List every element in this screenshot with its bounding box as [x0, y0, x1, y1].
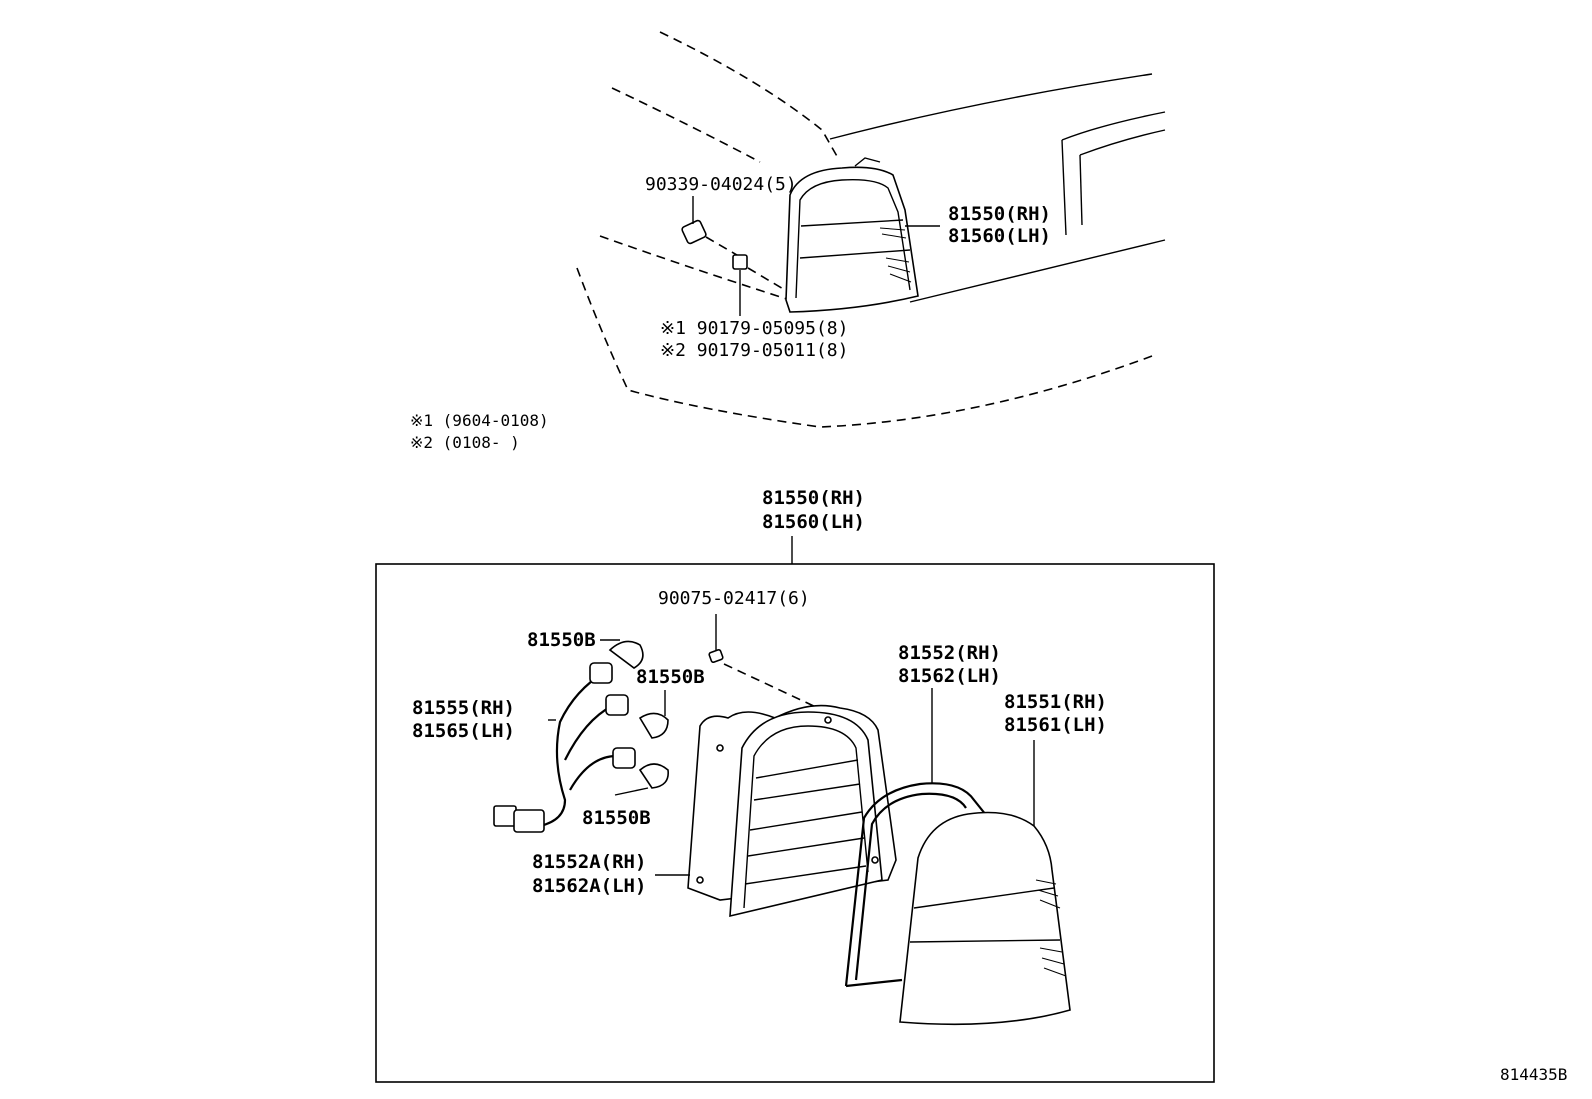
bulb-90339: [681, 219, 743, 259]
bulb-81550b-bottom: [638, 763, 669, 789]
callout-housing-rh: 81552A(RH): [532, 851, 646, 873]
callout-gasket-rh: 81552(RH): [898, 642, 1001, 664]
callout-lens-lh: 81561(LH): [1004, 714, 1107, 736]
lamp-housing: [687, 704, 897, 918]
callout-nut-1: ※1 90179-05095(8): [660, 318, 848, 339]
nut-90179: [732, 254, 786, 291]
callout-nut-2: ※2 90179-05011(8): [660, 340, 848, 361]
assembly-header-lh: 81560(LH): [762, 511, 865, 533]
leader-bulb-bottom: [614, 787, 649, 796]
callout-socket-lh: 81565(LH): [412, 720, 515, 742]
bulb-81550b-top: [608, 640, 644, 669]
gasket: [844, 782, 991, 988]
callout-lens-rh: 81551(RH): [1004, 691, 1107, 713]
callout-lamp-lh: 81560(LH): [948, 225, 1051, 247]
callout-screw: 90075-02417(6): [658, 588, 810, 609]
socket-harness: [493, 662, 636, 833]
callout-gasket-lh: 81562(LH): [898, 665, 1001, 687]
note-2: ※2 (0108- ): [410, 433, 520, 452]
callout-bulb-top: 81550B: [527, 629, 596, 651]
assembly-frame: [375, 563, 1215, 1083]
vehicle-body-outline: [576, 31, 1166, 428]
callout-lamp-rh: 81550(RH): [948, 203, 1051, 225]
rear-combination-lamp: [785, 157, 919, 313]
note-1: ※1 (9604-0108): [410, 411, 549, 430]
outer-lens: [899, 811, 1071, 1026]
callout-bulb-mid: 81550B: [636, 666, 705, 688]
callout-bulb-bottom: 81550B: [582, 807, 651, 829]
assembly-header-rh: 81550(RH): [762, 487, 865, 509]
callout-90339: 90339-04024(5): [645, 174, 797, 195]
callout-housing-lh: 81562A(LH): [532, 875, 646, 897]
bulb-81550b-mid: [638, 712, 669, 739]
screw-90075: [708, 614, 819, 709]
figure-id: 814435B: [1500, 1065, 1567, 1084]
callout-socket-rh: 81555(RH): [412, 697, 515, 719]
